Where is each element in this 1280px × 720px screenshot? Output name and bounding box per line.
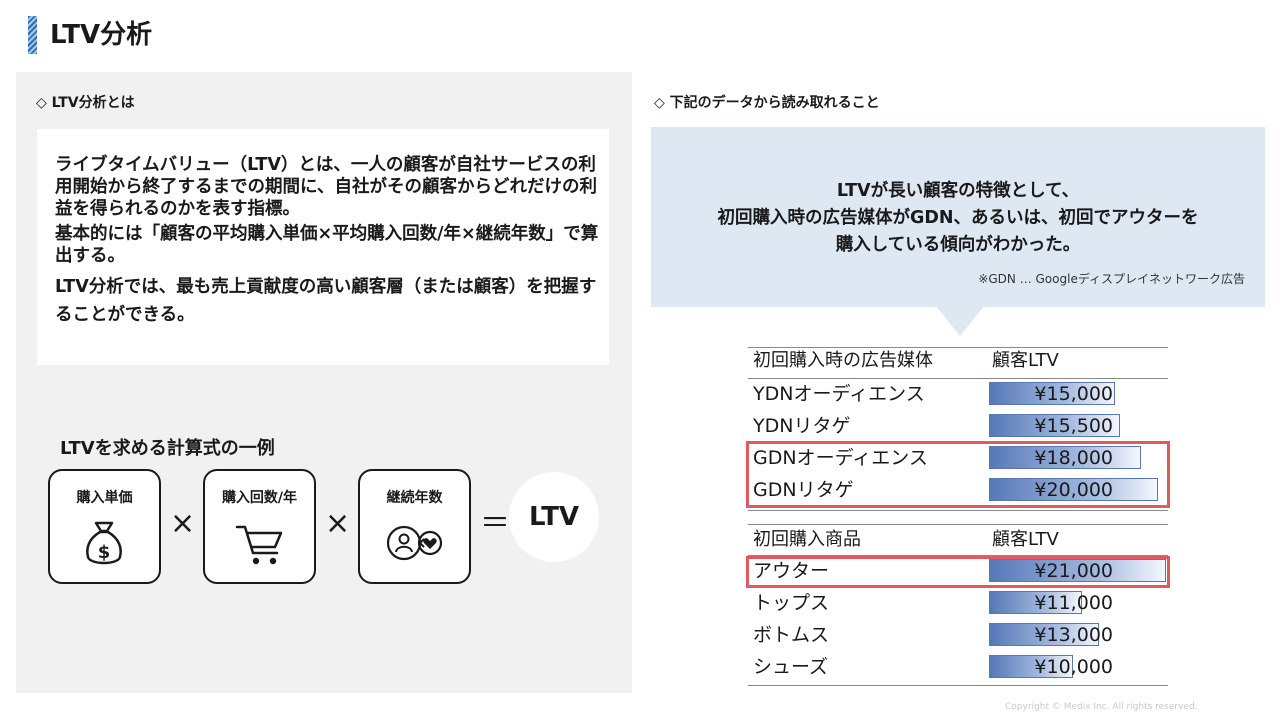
row-ltv-value: ¥15,000	[1034, 383, 1113, 405]
ltv-data-bar	[989, 414, 1120, 437]
right-section-heading: ◇ 下記のデータから読み取れること	[654, 95, 880, 111]
table-row: YDNオーディエンス ¥15,000	[748, 378, 1168, 410]
equals-sign: ＝	[480, 506, 510, 541]
ltv-result-label: LTV	[528, 502, 580, 532]
table-row: YDNリタゲ ¥15,500	[748, 410, 1168, 442]
table-rule	[748, 685, 1168, 686]
definition-box	[37, 129, 609, 365]
table2-header: 初回購入商品 顧客LTV	[748, 524, 1168, 556]
table-row: シューズ ¥10,000	[748, 651, 1168, 683]
multiply-sign: ×	[170, 506, 196, 541]
row-ltv-value: ¥18,000	[1034, 447, 1113, 469]
formula-title: LTVを求める計算式の一例	[60, 438, 275, 459]
insight-line: 初回購入時の広告媒体がGDN、あるいは、初回でアウターを	[717, 208, 1199, 228]
customer-heart-icon	[386, 525, 443, 561]
page-title: LTV分析	[50, 20, 153, 50]
table-rule	[748, 510, 1168, 511]
multiply-sign: ×	[325, 506, 351, 541]
ltv-data-bar	[989, 559, 1166, 582]
insight-line: LTVが長い顧客の特徴として、	[836, 181, 1080, 201]
definition-paragraph: 基本的には「顧客の平均購入単価×平均購入回数/年×継続年数」で算出する。	[55, 224, 599, 266]
row-label: アウター	[753, 560, 830, 582]
left-section-heading: ◇ LTV分析とは	[36, 95, 135, 111]
row-ltv-value: ¥20,000	[1034, 479, 1113, 501]
row-ltv-value: ¥11,000	[1034, 592, 1113, 614]
gdn-footnote: ※GDN … Googleディスプレイネットワーク広告	[978, 272, 1245, 286]
row-label: トップス	[753, 592, 830, 614]
row-ltv-value: ¥15,500	[1034, 415, 1113, 437]
table1-col-media: 初回購入時の広告媒体	[753, 350, 933, 371]
row-label: シューズ	[753, 656, 829, 678]
ltv-data-bar	[989, 478, 1158, 501]
ltv-data-bar	[989, 591, 1082, 614]
formula-box-years: 継続年数	[358, 469, 471, 584]
svg-text:$: $	[98, 542, 111, 563]
formula-box-label: 継続年数	[386, 490, 443, 506]
ltv-result-circle: LTV	[509, 472, 599, 562]
table2-col-ltv: 顧客LTV	[992, 529, 1059, 550]
row-ltv-value: ¥21,000	[1034, 560, 1113, 582]
table-row: アウター ¥21,000	[748, 555, 1168, 587]
definition-text: ライブタイムバリュー（LTV）とは、一人の顧客が自社サービスの利用開始から終了す…	[55, 154, 605, 332]
insight-callout	[651, 127, 1265, 307]
row-label: ボトムス	[753, 624, 830, 646]
table2-col-product: 初回購入商品	[753, 529, 861, 550]
title-accent-bar	[28, 16, 37, 54]
formula-box-purchase-count: 購入回数/年	[203, 469, 316, 584]
row-ltv-value: ¥10,000	[1034, 656, 1113, 678]
shopping-cart-icon	[235, 525, 283, 565]
definition-paragraph: LTV分析では、最も売上貢献度の高い顧客層（または顧客）を把握することができる。	[55, 277, 597, 325]
definition-paragraph: ライブタイムバリュー（LTV）とは、一人の顧客が自社サービスの利用開始から終了す…	[55, 155, 597, 219]
table1-col-ltv: 顧客LTV	[992, 350, 1059, 371]
ltv-data-bar	[989, 623, 1099, 646]
highlight-outer-row	[746, 556, 1170, 588]
row-label: GDNリタゲ	[753, 479, 854, 501]
highlight-gdn-rows	[746, 441, 1170, 508]
table-rule	[748, 524, 1168, 525]
ltv-data-bar	[989, 655, 1073, 678]
insight-text: LTVが長い顧客の特徴として、 初回購入時の広告媒体がGDN、あるいは、初回でア…	[651, 178, 1265, 259]
insight-line: 購入している傾向がわかった。	[835, 235, 1081, 255]
table-row: GDNオーディエンス ¥18,000	[748, 442, 1168, 474]
row-label: YDNオーディエンス	[753, 383, 925, 405]
formula-box-label: 購入単価	[76, 490, 133, 506]
table-rule	[748, 347, 1168, 348]
formula-box-unit-price: 購入単価 $	[48, 469, 161, 584]
row-label: GDNオーディエンス	[753, 447, 928, 469]
table-rule	[748, 378, 1168, 379]
table-row: ボトムス ¥13,000	[748, 619, 1168, 651]
row-ltv-value: ¥13,000	[1034, 624, 1113, 646]
row-label: YDNリタゲ	[753, 415, 851, 437]
table1-header: 初回購入時の広告媒体 顧客LTV	[748, 345, 1168, 377]
ltv-data-bar	[989, 382, 1115, 405]
formula-box-label: 購入回数/年	[221, 490, 298, 506]
table-row: トップス ¥11,000	[748, 587, 1168, 619]
table-rule	[748, 555, 1168, 556]
money-bag-icon: $	[86, 521, 122, 565]
copyright: Copyright © Medix Inc. All rights reserv…	[1005, 702, 1198, 712]
table-row: GDNリタゲ ¥20,000	[748, 474, 1168, 506]
callout-pointer	[936, 306, 984, 336]
ltv-data-bar	[989, 446, 1141, 469]
